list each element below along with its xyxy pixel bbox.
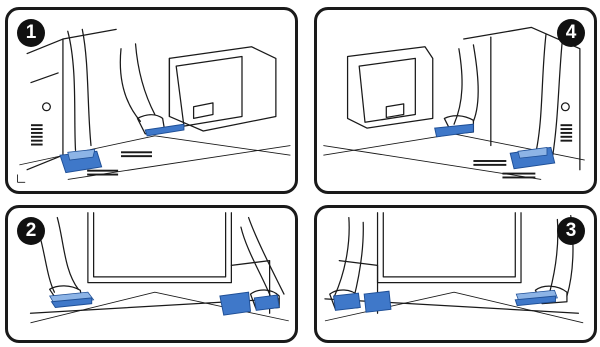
step-number-badge: 3 [557, 217, 585, 245]
step-number-badge: 1 [17, 19, 45, 47]
step-panel-1: 1 [5, 7, 298, 194]
step-panel-3: 3 [314, 205, 597, 343]
illustration-step-4 [317, 10, 594, 191]
knob-icon [43, 103, 51, 111]
illustration-step-2 [8, 208, 295, 340]
handle-highlight [334, 293, 361, 310]
knob-icon [561, 103, 569, 111]
step-panel-4: 4 [314, 7, 597, 194]
illustration-step-1 [8, 10, 295, 191]
step-number-badge: 4 [557, 19, 585, 47]
handle-highlight [220, 292, 251, 315]
vent-grille-icon [561, 124, 573, 141]
illustration-step-3 [317, 208, 594, 340]
step-number-badge: 2 [17, 217, 45, 245]
vent-grille-icon [31, 124, 43, 145]
step-panel-2: 2 [5, 205, 298, 343]
